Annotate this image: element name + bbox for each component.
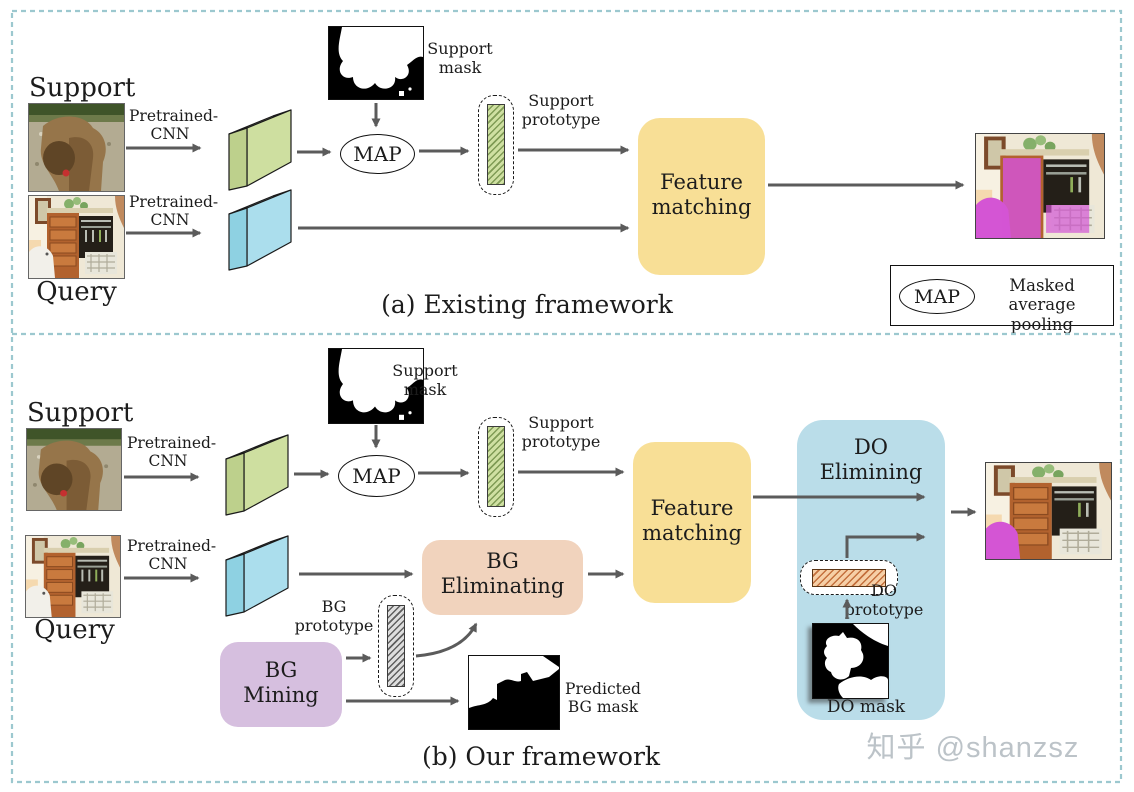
- bg-eliminating-label: BG Eliminating: [440, 549, 565, 598]
- support-label-b: Support: [27, 398, 134, 428]
- legend-map-ellipse: MAP: [899, 279, 975, 314]
- do-mask-label: DO mask: [826, 697, 906, 717]
- support-photo-b: [26, 428, 122, 511]
- support-prototype-bar-b: [487, 426, 505, 507]
- query-feature-slab-a: [228, 189, 292, 271]
- feature-matching-label-b: Feature matching: [642, 496, 742, 545]
- pretrained-cnn-label-b-support: Pretrained- CNN: [127, 434, 217, 471]
- query-label-b: Query: [34, 615, 115, 645]
- feature-matching-label-a: Feature matching: [651, 170, 752, 219]
- support-photo-a: [28, 103, 125, 192]
- bg-prototype-bar: [387, 605, 405, 687]
- caption-b: (b) Our framework: [421, 742, 661, 771]
- query-photo-b: [25, 535, 121, 618]
- pretrained-cnn-label-a-support: Pretrained- CNN: [129, 107, 219, 144]
- do-mask-image: [812, 623, 889, 699]
- support-prototype-label-a: Support prototype: [521, 91, 601, 129]
- query-label-a: Query: [36, 277, 117, 307]
- legend-description: Masked average pooling: [1008, 276, 1076, 334]
- map-label-a: MAP: [353, 142, 402, 166]
- watermark: 知乎 @shanzsz: [866, 732, 1080, 764]
- bg-mining-label: BG Mining: [243, 658, 319, 707]
- predicted-bg-mask-image: [468, 655, 560, 730]
- support-prototype-bar-a: [487, 104, 505, 185]
- support-mask-label-b: Support mask: [392, 361, 458, 399]
- bg-prototype-label: BG prototype: [294, 597, 374, 635]
- result-photo-a: [975, 133, 1105, 239]
- query-photo-a: [28, 195, 125, 279]
- support-prototype-label-b: Support prototype: [521, 413, 601, 451]
- map-label-b: MAP: [352, 464, 401, 488]
- pretrained-cnn-label-b-query: Pretrained- CNN: [127, 537, 217, 574]
- result-photo-b: [985, 462, 1112, 560]
- do-elimining-label: DO Elimining: [819, 435, 923, 484]
- support-mask-image-a: [328, 26, 424, 100]
- caption-a: (a) Existing framework: [381, 290, 673, 319]
- do-prototype-label: DO prototype: [844, 581, 924, 619]
- support-label-a: Support: [29, 73, 136, 103]
- support-mask-label-a: Support mask: [427, 39, 493, 77]
- map-ellipse-b: MAP: [338, 455, 415, 497]
- predicted-bg-mask-label: Predicted BG mask: [565, 680, 641, 717]
- legend-map-label: MAP: [914, 285, 960, 308]
- support-feature-slab-b: [225, 434, 289, 516]
- query-feature-slab-b: [225, 535, 289, 617]
- pretrained-cnn-label-a-query: Pretrained- CNN: [129, 193, 219, 230]
- map-ellipse-a: MAP: [340, 134, 415, 174]
- support-feature-slab-a: [228, 109, 292, 191]
